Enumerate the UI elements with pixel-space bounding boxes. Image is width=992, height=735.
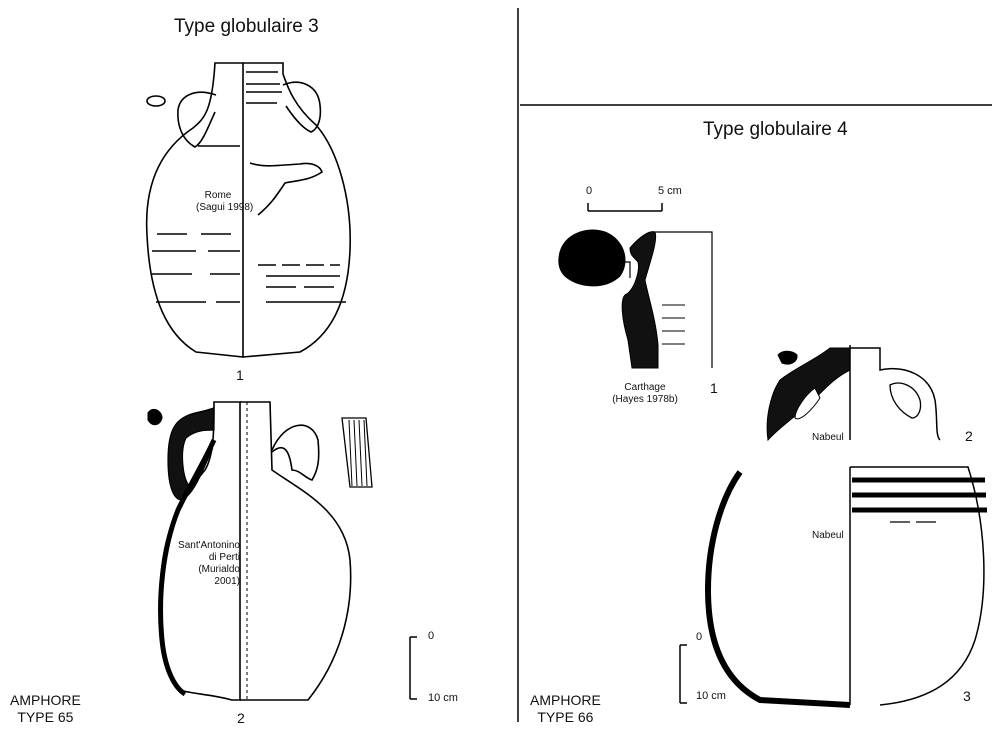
nabeul-body-drawing (704, 466, 987, 708)
scale-bar-left (409, 636, 417, 700)
caption-line: Carthage (624, 382, 666, 393)
caption-line: di Perti (208, 552, 240, 563)
carthage-number: 1 (710, 380, 718, 396)
left-amphore-label: AMPHORE TYPE 65 (10, 692, 81, 726)
scale-5cm-label: 5 cm (658, 185, 682, 197)
carthage-caption: Carthage (Hayes 1978b) (608, 382, 682, 406)
fig1-caption: Rome (Sagui 1998) (196, 190, 254, 214)
label-line: TYPE 66 (537, 709, 594, 725)
scale-right-10cm: 10 cm (696, 690, 726, 702)
left-panel-title: Type globulaire 3 (174, 16, 319, 37)
scale-right-zero: 0 (696, 631, 703, 643)
label-line: TYPE 65 (17, 709, 74, 725)
caption-line: 2001) (214, 576, 240, 587)
nabeul-neck-drawing (766, 345, 941, 442)
scale-bar-right (679, 644, 687, 704)
nabeul-body-caption: Nabeul (812, 530, 844, 541)
caption-line: Rome (204, 190, 232, 201)
scale-left-zero: 0 (428, 630, 435, 642)
right-amphore-label: AMPHORE TYPE 66 (530, 692, 601, 726)
nabeul-neck-number: 2 (965, 428, 973, 444)
carthage-rim-drawing (558, 229, 713, 369)
label-line: AMPHORE (530, 692, 601, 708)
right-panel-title: Type globulaire 4 (703, 119, 848, 140)
amphora-sant-antonino-drawing (147, 401, 373, 701)
fig2-caption: Sant'Antonino di Perti (Murialdo 2001) (170, 540, 240, 588)
caption-line: (Sagui 1998) (196, 202, 254, 213)
caption-line: Sant'Antonino (178, 540, 240, 551)
amphora-rome-drawing (145, 62, 351, 358)
scale-5cm-zero: 0 (586, 185, 593, 197)
caption-line: (Murialdo (198, 564, 240, 575)
nabeul-neck-caption: Nabeul (812, 432, 844, 443)
scale-bar-5cm (587, 203, 663, 212)
scale-left-10cm: 10 cm (428, 692, 458, 704)
caption-line: (Hayes 1978b) (612, 394, 678, 405)
fig1-number: 1 (236, 367, 244, 383)
fig2-number: 2 (237, 710, 245, 726)
label-line: AMPHORE (10, 692, 81, 708)
nabeul-body-number: 3 (963, 688, 971, 704)
